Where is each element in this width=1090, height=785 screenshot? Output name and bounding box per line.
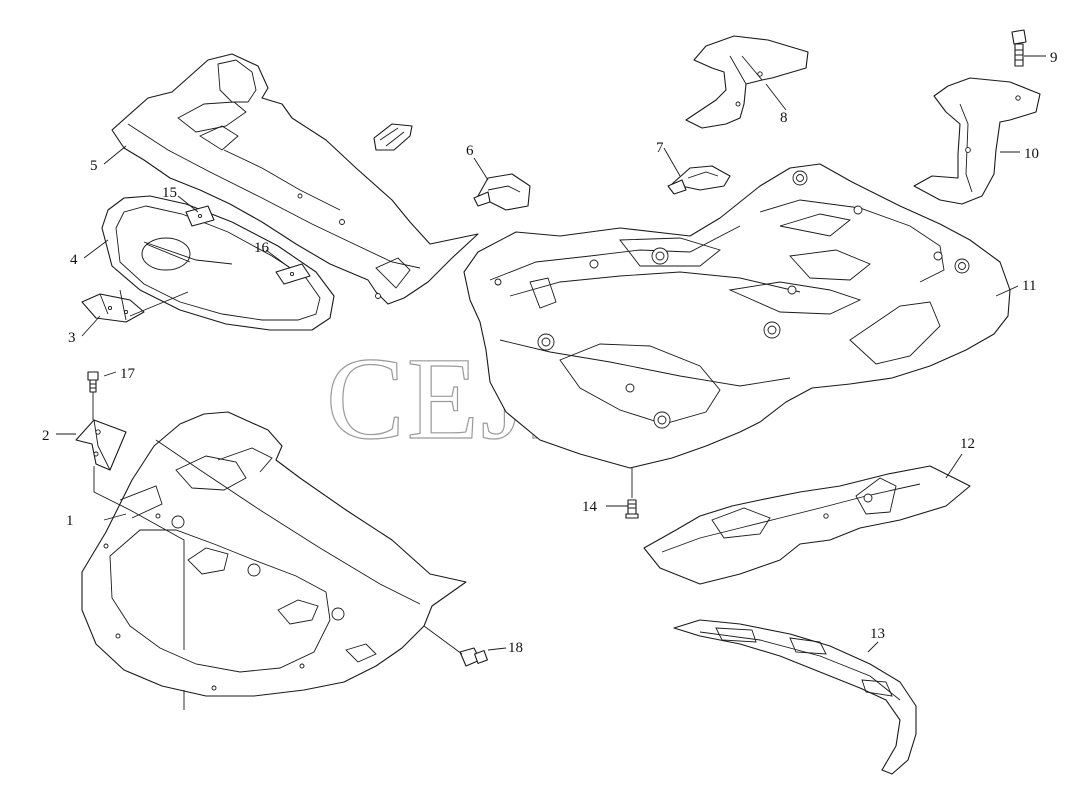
callout-14: 14 — [582, 499, 598, 515]
callout-2: 2 — [42, 428, 50, 444]
callout-3: 3 — [68, 330, 76, 346]
part-8-bracket — [685, 35, 809, 129]
part-11-skid-plate — [463, 163, 1011, 469]
callout-13: 13 — [870, 626, 885, 642]
callout-4: 4 — [70, 252, 78, 268]
part-7-clip — [667, 165, 731, 195]
callout-9: 9 — [1050, 50, 1058, 66]
part-1-lower-shield — [81, 411, 467, 697]
part-12-side-shield — [643, 465, 971, 585]
part-9-bolt — [1011, 29, 1027, 67]
part-3-bracket — [81, 289, 145, 323]
callout-17: 17 — [120, 366, 136, 382]
callout-7: 7 — [656, 140, 664, 156]
callout-18: 18 — [508, 640, 523, 656]
callout-10: 10 — [1024, 146, 1039, 162]
part-5-upper-shield — [111, 53, 479, 305]
part-18-bolt — [459, 647, 488, 667]
callout-1: 1 — [66, 513, 74, 529]
callout-15: 15 — [162, 185, 177, 201]
callout-5: 5 — [90, 158, 98, 174]
callout-16: 16 — [254, 240, 270, 256]
part-16-clip — [275, 263, 311, 285]
part-13-curved-strip — [673, 619, 917, 775]
callout-8: 8 — [780, 110, 788, 126]
part-17-bolt — [87, 371, 99, 393]
small-bracket-clip — [373, 123, 413, 151]
part-6-clip — [473, 173, 531, 211]
part-14-bolt — [625, 499, 639, 519]
callout-12: 12 — [960, 436, 975, 452]
part-10-bracket — [913, 77, 1041, 205]
part-15-clip — [185, 205, 215, 227]
part-2-bracket — [75, 419, 127, 471]
callout-11: 11 — [1022, 278, 1036, 294]
callout-6: 6 — [466, 143, 474, 159]
part-4-oval-shield — [101, 195, 335, 331]
